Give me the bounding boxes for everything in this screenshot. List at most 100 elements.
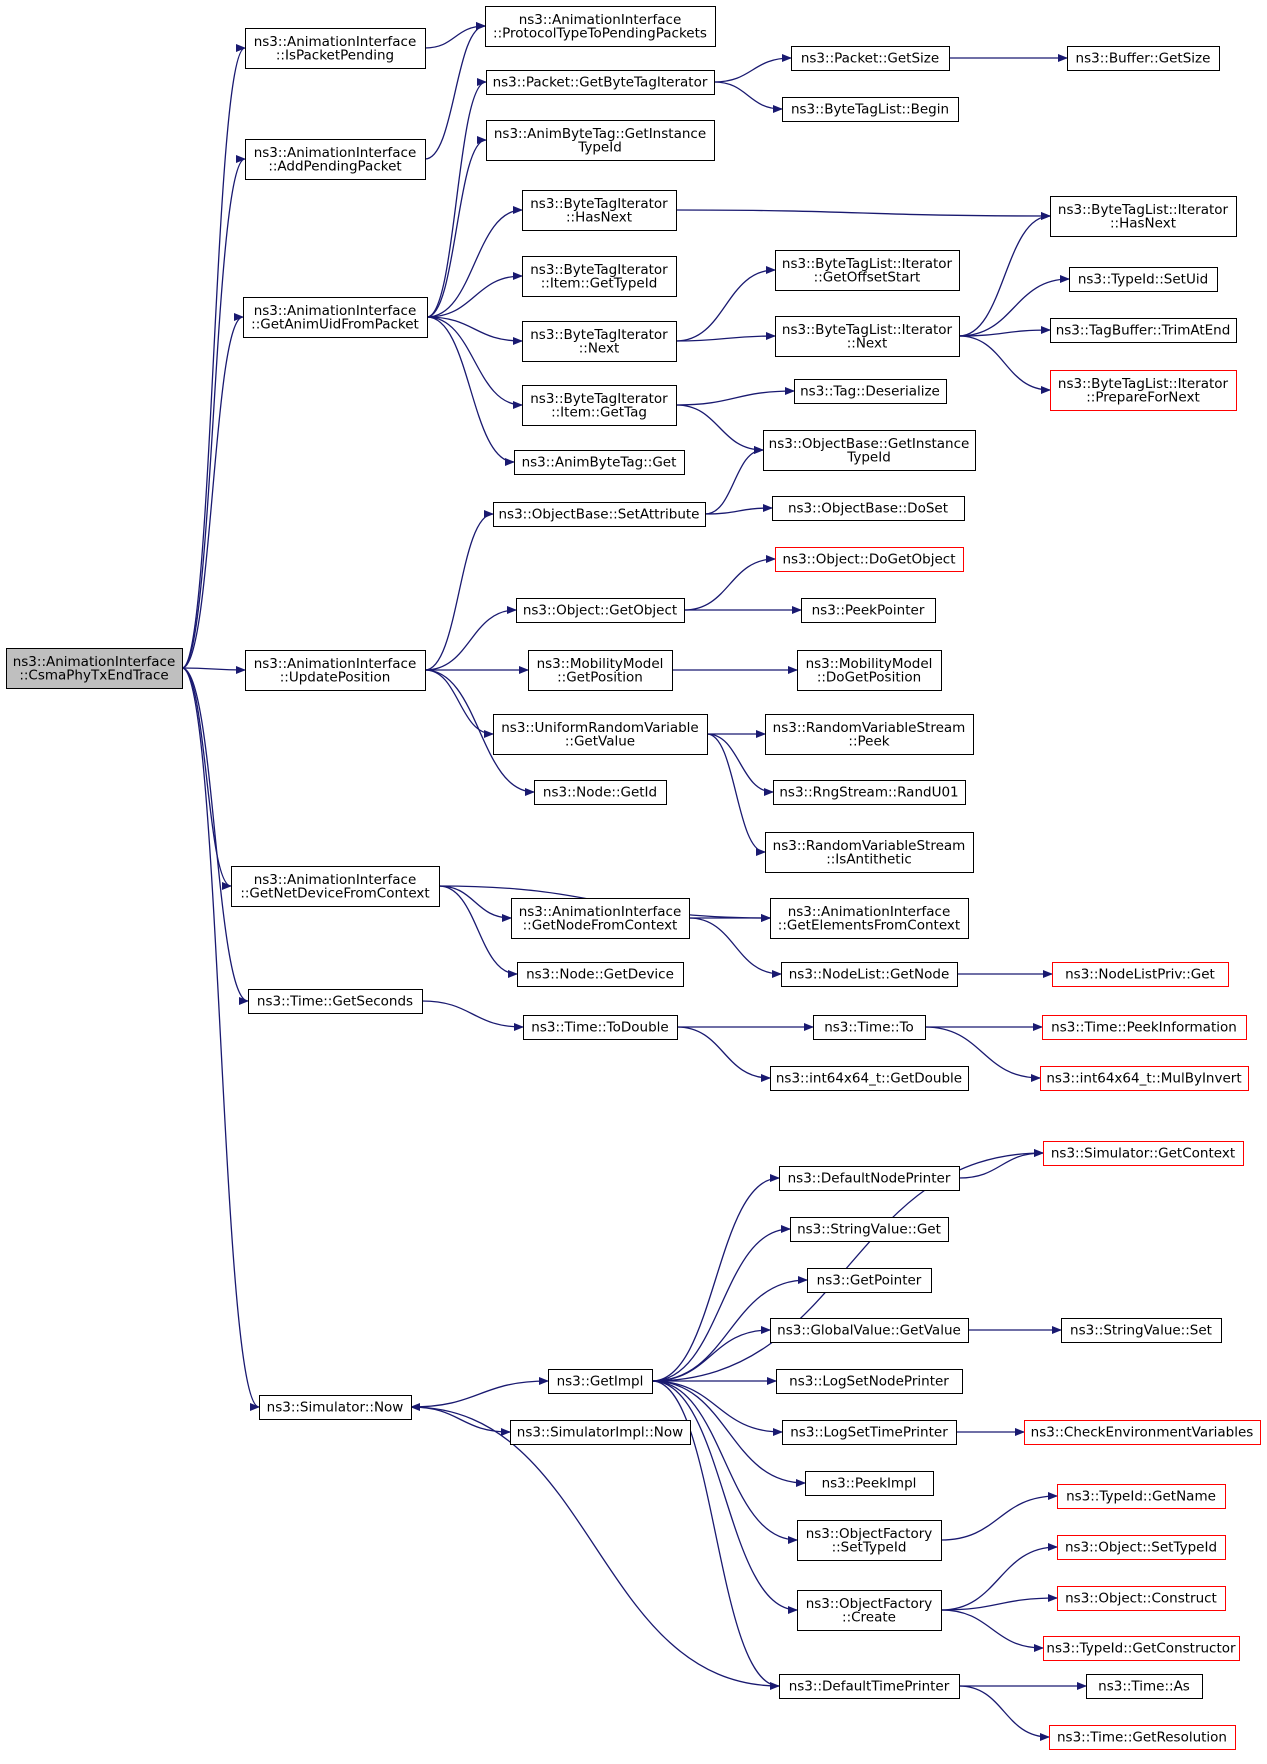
call-edge-pktGetByteTagIt-to-btlBegin [713,81,783,113]
node-timeAs[interactable]: ns3::Time::As [1086,1674,1203,1699]
node-tagDeserialize[interactable]: ns3::Tag::Deserialize [794,379,947,404]
node-getNodeFromCtx[interactable]: ns3::AnimationInterface::GetNodeFromCont… [511,898,690,939]
node-tidSetUid[interactable]: ns3::TypeId::SetUid [1069,267,1218,292]
node-bufGetSize[interactable]: ns3::Buffer::GetSize [1067,46,1220,71]
node-rvsPeek[interactable]: ns3::RandomVariableStream::Peek [765,714,974,755]
node-btiItemGetTag[interactable]: ns3::ByteTagIterator::Item::GetTag [522,385,677,426]
node-defNodePrinter[interactable]: ns3::DefaultNodePrinter [779,1166,960,1191]
node-timePeekInfo[interactable]: ns3::Time::PeekInformation [1042,1015,1247,1040]
node-timeGetResolution[interactable]: ns3::Time::GetResolution [1049,1725,1236,1750]
node-box [245,28,426,69]
node-btiItemGetTypeId[interactable]: ns3::ByteTagIterator::Item::GetTypeId [522,256,677,297]
node-objConstruct[interactable]: ns3::Object::Construct [1057,1586,1226,1611]
node-objDoGetObject[interactable]: ns3::Object::DoGetObject [775,547,964,572]
node-strValSet[interactable]: ns3::StringValue::Set [1061,1318,1222,1343]
call-edge-btiNext-to-btliNext [675,332,776,342]
node-tagBufTrim[interactable]: ns3::TagBuffer::TrimAtEnd [1050,318,1237,343]
node-rvsIsAntithetic[interactable]: ns3::RandomVariableStream::IsAntithetic [765,832,974,873]
node-objGetObject[interactable]: ns3::Object::GetObject [516,598,685,623]
node-i64GetDouble[interactable]: ns3::int64x64_t::GetDouble [770,1066,969,1091]
node-label-line: ns3::int64x64_t::GetDouble [776,1071,962,1087]
call-edge-getAnimUid-to-animGetInstTid [426,136,487,318]
node-addPending[interactable]: ns3::AnimationInterface::AddPendingPacke… [245,139,426,180]
node-label-line: ns3::StringValue::Get [797,1222,941,1238]
node-label-line: ::DoGetPosition [817,669,921,685]
call-edge-root-to-timeGetSeconds [181,667,249,1005]
node-btliPrepare[interactable]: ns3::ByteTagList::Iterator::PrepareForNe… [1050,370,1237,411]
node-label-line: ns3::AnimationInterface [13,654,176,670]
node-label-line: ns3::TypeId::GetName [1066,1489,1216,1505]
node-tidGetName[interactable]: ns3::TypeId::GetName [1057,1484,1226,1509]
node-simNow[interactable]: ns3::Simulator::Now [259,1395,412,1420]
node-obSetAttr[interactable]: ns3::ObjectBase::SetAttribute [493,502,706,527]
node-timeGetSeconds[interactable]: ns3::Time::GetSeconds [248,989,423,1014]
node-gvGetValue[interactable]: ns3::GlobalValue::GetValue [770,1318,969,1343]
node-label-line: ::CsmaPhyTxEndTrace [19,667,168,683]
node-label-line: ns3::LogSetNodePrinter [789,1374,949,1390]
call-edge-objGetObject-to-objDoGetObject [683,555,776,611]
node-btlBegin[interactable]: ns3::ByteTagList::Begin [782,97,959,122]
node-updatePosition[interactable]: ns3::AnimationInterface::UpdatePosition [245,650,426,691]
node-peekPointer[interactable]: ns3::PeekPointer [801,598,936,623]
node-nodeGetDevice[interactable]: ns3::Node::GetDevice [517,962,684,987]
call-edge-timeGetSeconds-to-timeToDouble [421,1000,524,1031]
call-edge-ofCreate-to-objConstruct [940,1594,1058,1611]
node-box [522,321,677,362]
node-strValGet[interactable]: ns3::StringValue::Get [790,1217,949,1242]
node-logSetTimePrinter[interactable]: ns3::LogSetTimePrinter [782,1420,957,1445]
node-btliNext[interactable]: ns3::ByteTagList::Iterator::Next [775,316,960,357]
node-label-line: ns3::AnimationInterface [254,872,417,888]
node-btliGetOffsetStart[interactable]: ns3::ByteTagList::Iterator::GetOffsetSta… [775,250,960,291]
node-btiHasNext[interactable]: ns3::ByteTagIterator::HasNext [522,190,677,231]
node-defTimePrinter[interactable]: ns3::DefaultTimePrinter [779,1674,960,1699]
call-edge-getAnimUid-to-btiItemGetTypeId [426,272,523,318]
node-box [517,962,684,987]
node-getNetDevice[interactable]: ns3::AnimationInterface::GetNetDeviceFro… [231,866,440,907]
node-getElemFromCtx[interactable]: ns3::AnimationInterface::GetElementsFrom… [770,898,969,939]
node-rngRandU01[interactable]: ns3::RngStream::RandU01 [773,780,966,805]
node-simImplNow[interactable]: ns3::SimulatorImpl::Now [510,1420,691,1445]
node-pktGetSize[interactable]: ns3::Packet::GetSize [791,46,950,71]
node-mmDoGetPosition[interactable]: ns3::MobilityModel::DoGetPosition [797,650,942,691]
node-label-line: ::Next [579,340,620,356]
node-box [1052,962,1229,987]
node-urvGetValue[interactable]: ns3::UniformRandomVariable::GetValue [493,714,708,755]
node-timeTo[interactable]: ns3::Time::To [813,1015,926,1040]
node-obDoSet[interactable]: ns3::ObjectBase::DoSet [772,496,965,521]
node-label-line: ns3::ByteTagList::Iterator [782,322,953,338]
node-protocolType[interactable]: ns3::AnimationInterface::ProtocolTypeToP… [485,6,716,47]
node-nodeGetId[interactable]: ns3::Node::GetId [534,780,667,805]
node-getImpl[interactable]: ns3::GetImpl [548,1369,653,1394]
node-animByteTagGet[interactable]: ns3::AnimByteTag::Get [514,450,685,475]
node-nodeListGetNode[interactable]: ns3::NodeList::GetNode [781,962,958,987]
node-i64MulByInvert[interactable]: ns3::int64x64_t::MulByInvert [1040,1066,1249,1091]
node-timeToDouble[interactable]: ns3::Time::ToDouble [523,1015,678,1040]
node-getAnimUid[interactable]: ns3::AnimationInterface::GetAnimUidFromP… [243,297,428,338]
node-label-line: ns3::Object::SetTypeId [1065,1540,1217,1556]
node-root: ns3::AnimationInterface::CsmaPhyTxEndTra… [6,648,183,689]
node-btliHasNext[interactable]: ns3::ByteTagList::Iterator::HasNext [1050,196,1237,237]
node-tidGetConstructor[interactable]: ns3::TypeId::GetConstructor [1043,1636,1240,1661]
node-label-line: ns3::TypeId::GetConstructor [1046,1641,1236,1657]
node-checkEnvVars[interactable]: ns3::CheckEnvironmentVariables [1024,1420,1261,1445]
call-edge-urvGetValue-to-rvsIsAntithetic [706,733,766,856]
node-mmGetPosition[interactable]: ns3::MobilityModel::GetPosition [528,650,673,691]
node-peekImpl[interactable]: ns3::PeekImpl [805,1471,934,1496]
node-ofSetTypeId[interactable]: ns3::ObjectFactory::SetTypeId [797,1520,942,1561]
node-objSetTypeId[interactable]: ns3::Object::SetTypeId [1057,1535,1226,1560]
node-label-line: ns3::AnimByteTag::GetInstance [494,126,706,142]
node-simGetContext[interactable]: ns3::Simulator::GetContext [1043,1141,1244,1166]
node-isPending[interactable]: ns3::AnimationInterface::IsPacketPending [245,28,426,69]
node-logSetNodePrinter[interactable]: ns3::LogSetNodePrinter [776,1369,963,1394]
node-pktGetByteTagIt[interactable]: ns3::Packet::GetByteTagIterator [486,70,715,95]
node-label-line: ns3::Tag::Deserialize [800,384,940,400]
node-btiNext[interactable]: ns3::ByteTagIterator::Next [522,321,677,362]
call-edge-simNow-to-getImpl [410,1377,549,1408]
node-nodeListPrivGet[interactable]: ns3::NodeListPriv::Get [1052,962,1229,987]
node-ofCreate[interactable]: ns3::ObjectFactory::Create [797,1590,942,1631]
node-label-line: ::UpdatePosition [280,669,391,685]
call-edge-obSetAttr-to-obDoSet [704,504,773,515]
node-getPointer[interactable]: ns3::GetPointer [807,1268,932,1293]
